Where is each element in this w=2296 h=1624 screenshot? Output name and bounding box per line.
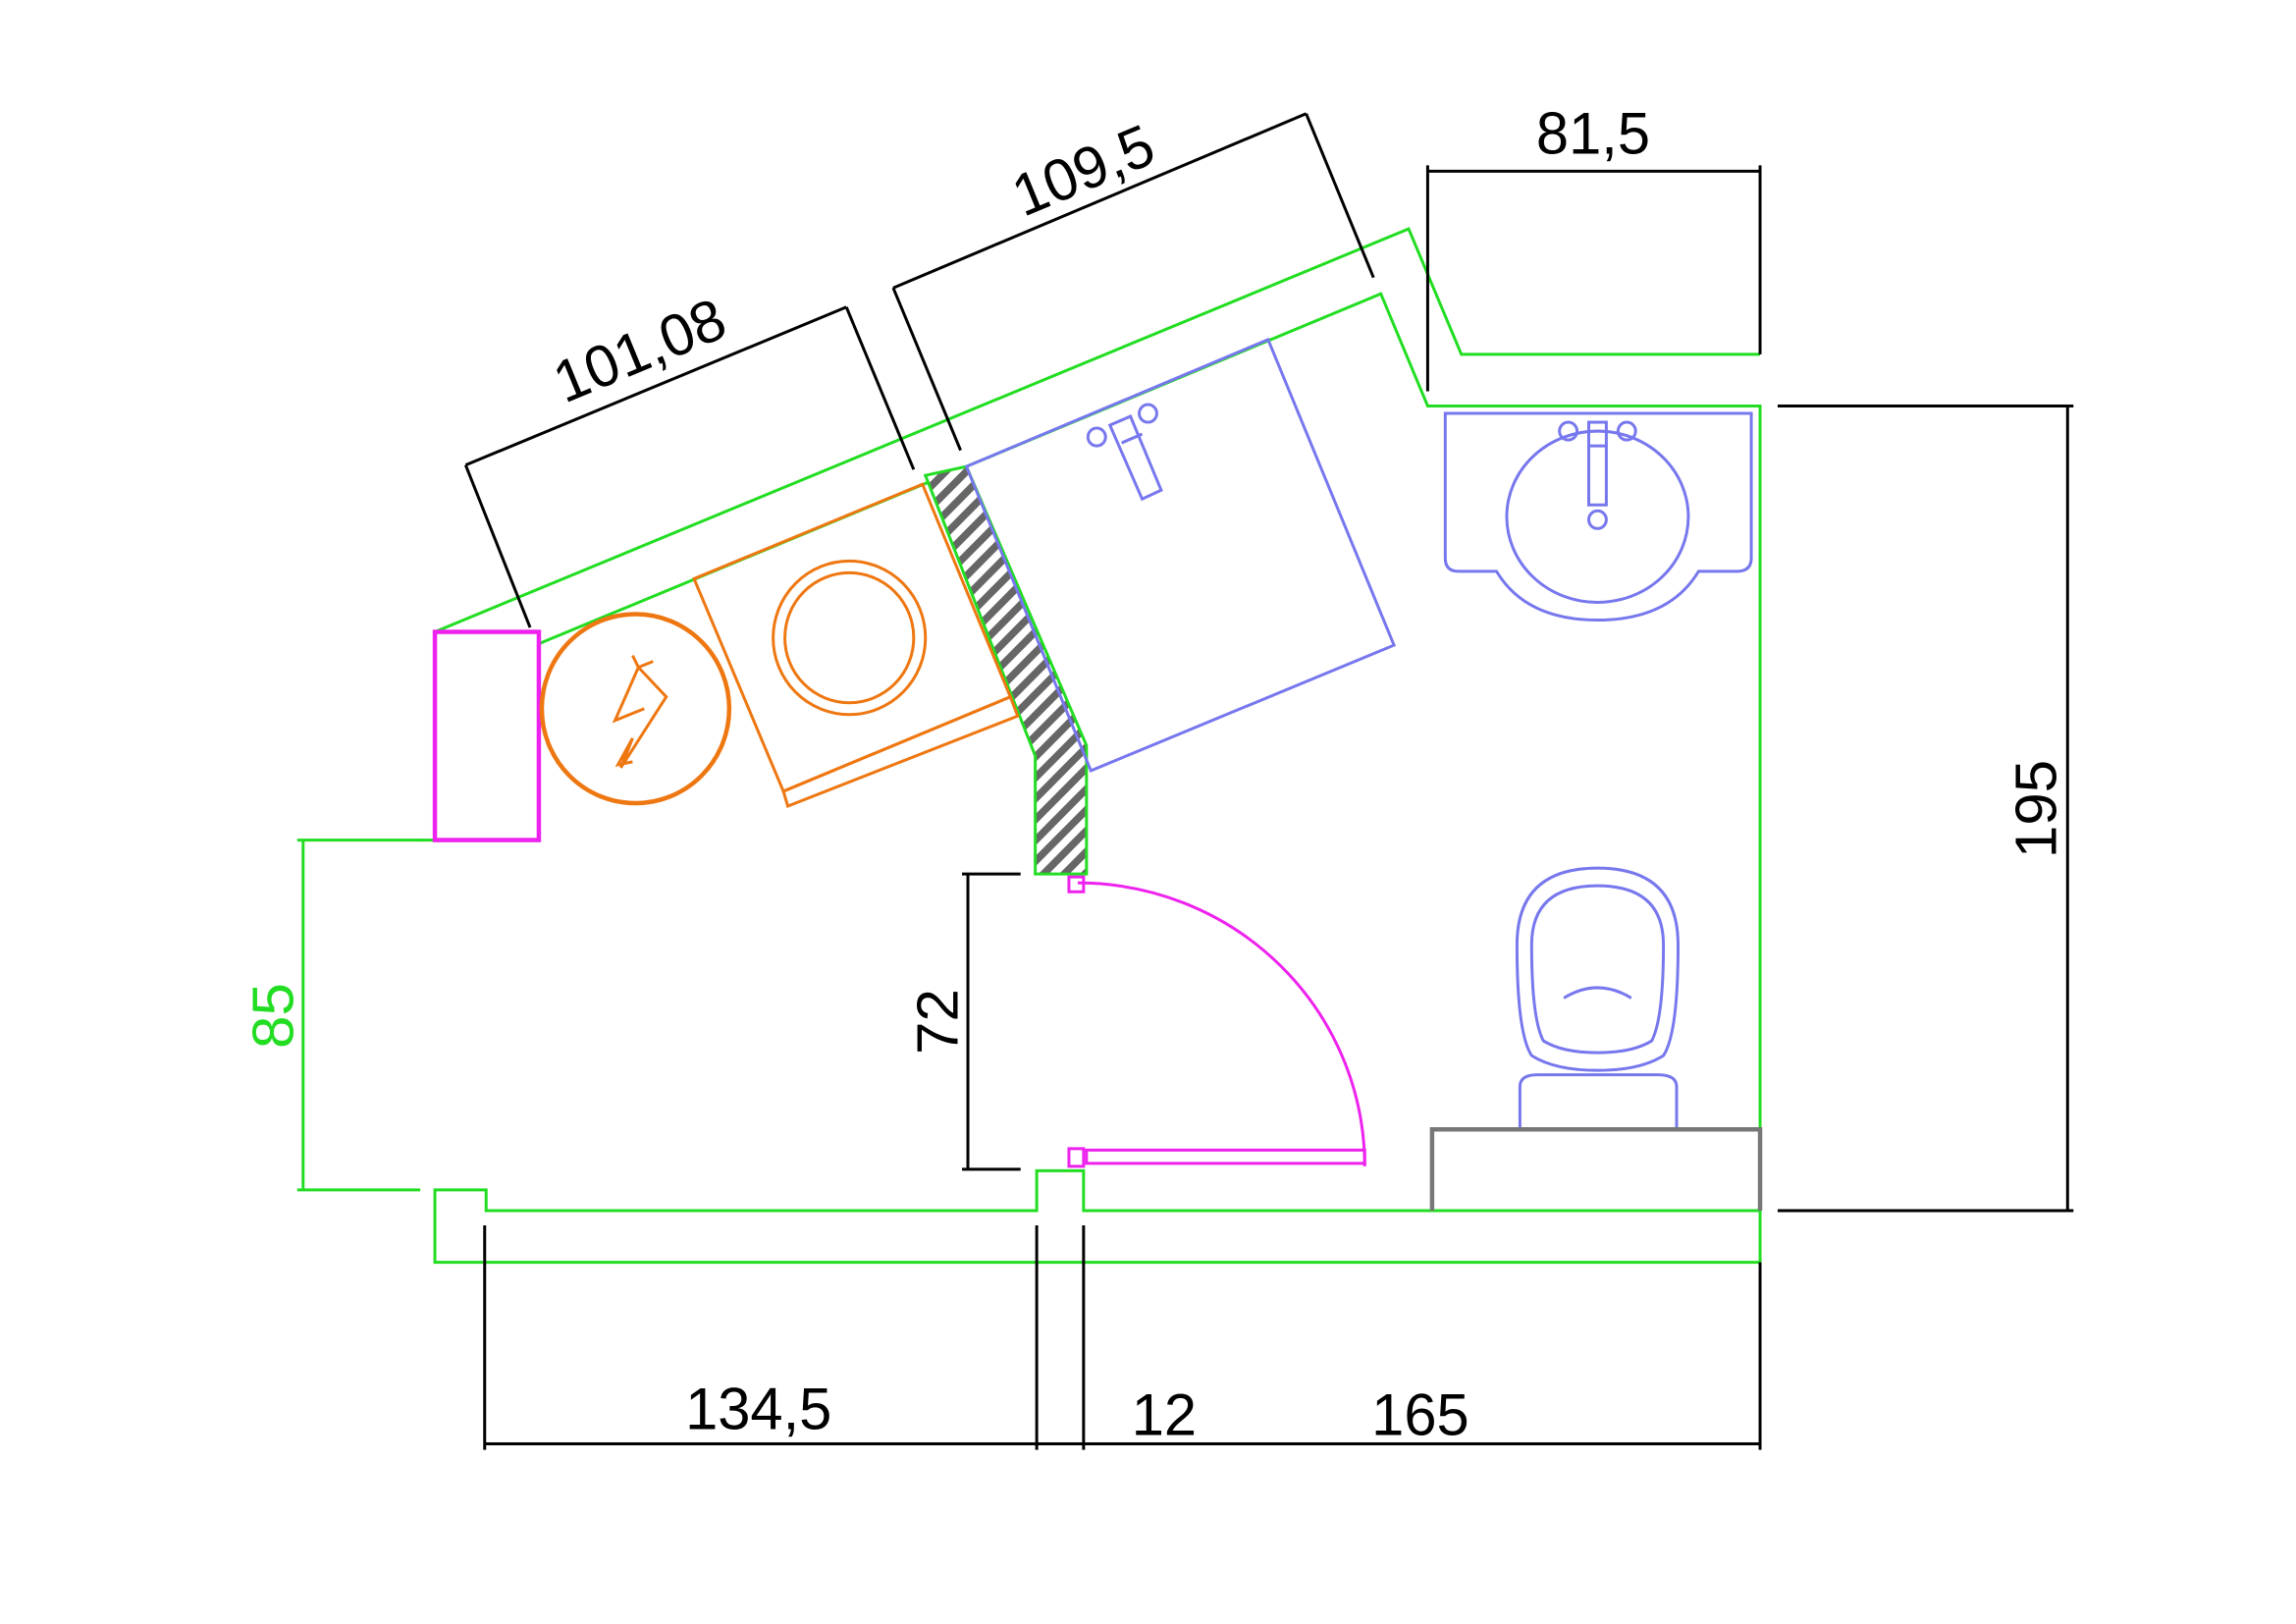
lightning-icon	[612, 654, 668, 769]
dim-81-5: 81,5	[1536, 100, 1650, 166]
toilet	[1515, 866, 1680, 1130]
outer-wall	[434, 227, 1761, 633]
inner-wall-top	[433, 292, 1762, 1265]
dim-165: 165	[1371, 1381, 1469, 1447]
dim-12: 12	[1132, 1381, 1197, 1447]
dim-85: 85	[240, 983, 306, 1049]
cabinet	[432, 629, 542, 842]
dim-101-08: 101,08	[544, 286, 734, 416]
faucet-icon	[1086, 403, 1163, 502]
dim-72: 72	[905, 989, 971, 1055]
shower-tray	[964, 337, 1397, 773]
door	[1067, 875, 1366, 1168]
toilet-platform	[1429, 1127, 1763, 1211]
dimension-lines	[463, 112, 2074, 1450]
water-heater	[539, 612, 732, 806]
hatched-partition-wall	[923, 464, 1089, 876]
dim-195: 195	[2003, 760, 2069, 858]
dimension-lines-green	[296, 839, 421, 1192]
washbasin	[1443, 411, 1753, 623]
dim-134-5: 134,5	[685, 1376, 831, 1441]
dim-109-5: 109,5	[1003, 112, 1163, 230]
washing-machine	[692, 482, 1020, 808]
